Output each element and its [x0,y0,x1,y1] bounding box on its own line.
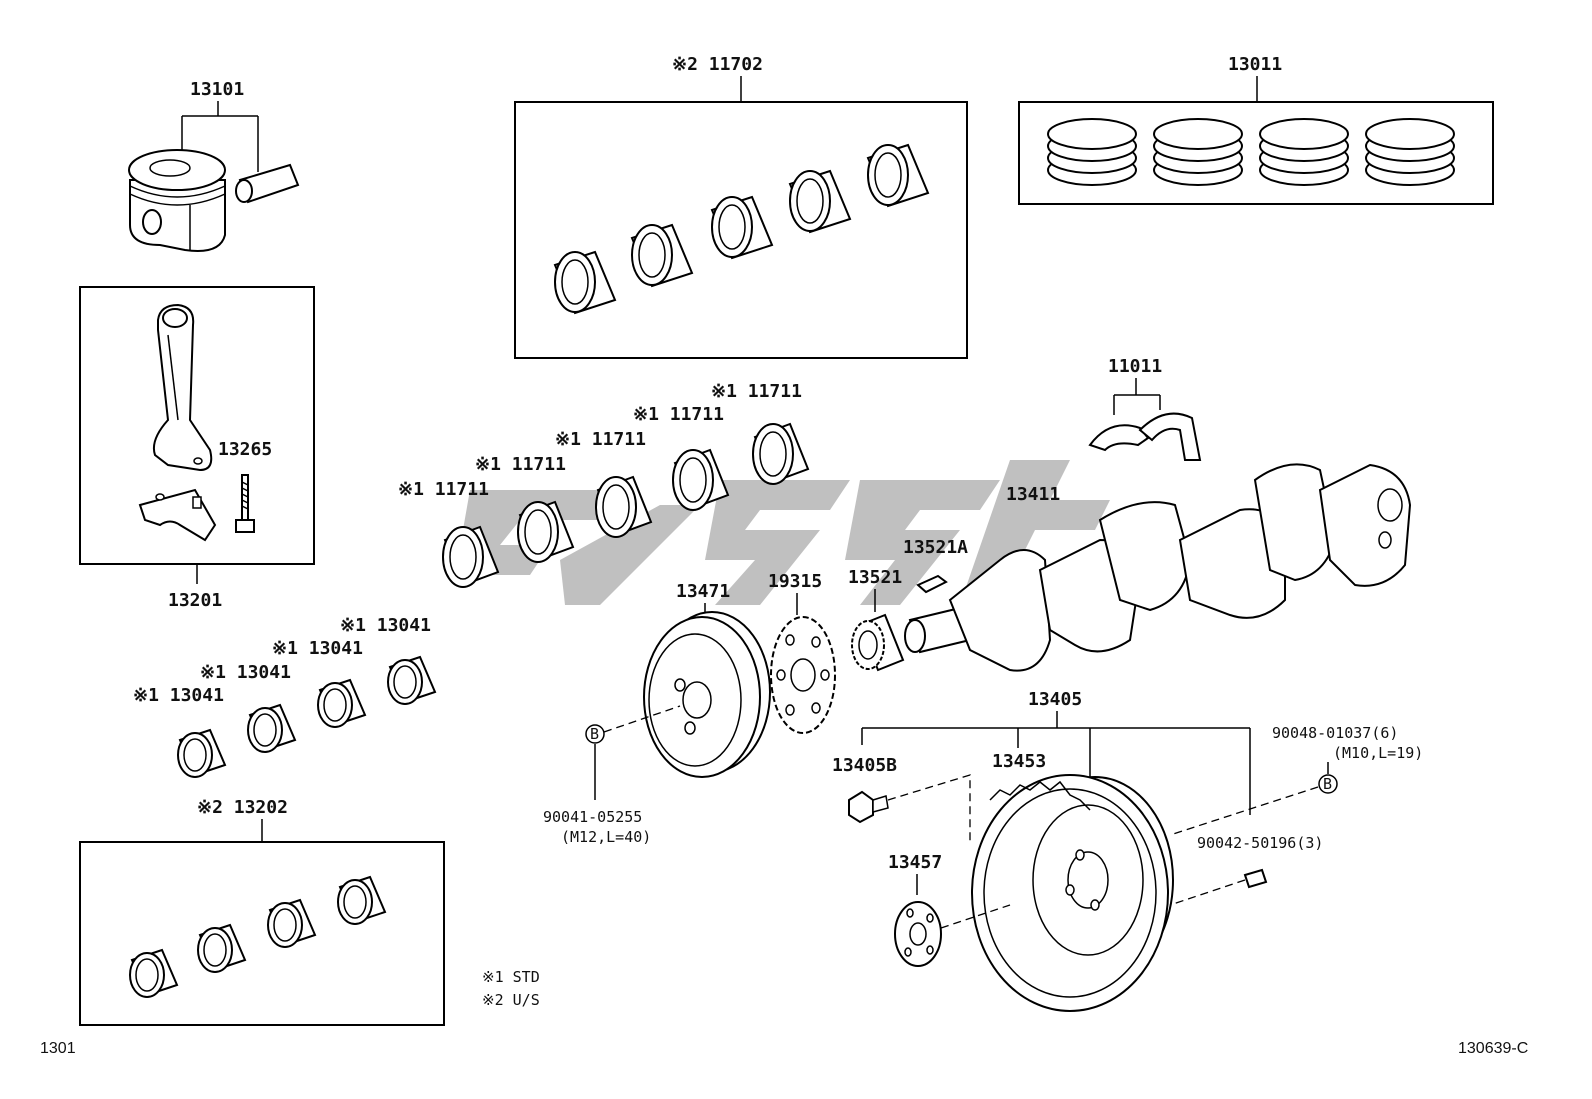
label-13405b: 13405B [832,755,897,776]
label-11711-e: ※1 11711 [711,381,802,402]
label-13041-b: ※1 13041 [200,662,291,683]
crank-pulley-13471[interactable]: 13471 [643,581,771,778]
label-13471: 13471 [676,581,730,602]
box-11702 [514,101,968,359]
legend-std: ※1 STD [482,968,540,986]
label-11702: ※2 11702 [672,54,763,75]
label-13411: 13411 [1006,484,1060,505]
label-90042-50196: 90042-50196(3) [1197,834,1323,852]
label-11711-c: ※1 11711 [555,429,646,450]
label-11711-a: ※1 11711 [398,479,489,500]
piston-13101[interactable]: 13101 [128,79,300,252]
label-11711-b: ※1 11711 [475,454,566,475]
label-13202: ※2 13202 [197,797,288,818]
label-11711-d: ※1 11711 [633,404,724,425]
label-11011: 11011 [1108,356,1162,377]
label-13041-d: ※1 13041 [340,615,431,636]
crankshaft-13411[interactable]: 13411 [904,463,1412,672]
bearing-shell [553,143,930,315]
label-90048-01037: 90048-01037(6) [1272,724,1398,742]
footer-illustration-number: 130639-C [1458,1040,1528,1057]
label-13457: 13457 [888,852,942,873]
legend-us: ※2 U/S [482,991,540,1009]
label-19315: 19315 [768,571,822,592]
label-13521a: 13521A [903,537,968,558]
label-13041-a: ※1 13041 [133,685,224,706]
label-90041-05255: 90041-05255 [543,808,642,826]
flywheel-bolt-13405b[interactable]: 13405B [832,755,971,845]
watermark-logo [455,460,1110,605]
flywheel-13405[interactable]: 13405 [861,689,1251,1012]
box-13011 [1018,101,1494,205]
label-13405: 13405 [1028,689,1082,710]
main-bearing-set-11702[interactable]: ※2 11702 [514,54,968,359]
pulley-bolt-90041[interactable]: B 90041-05255 (M12,L=40) [543,705,681,846]
label-13201: 13201 [168,590,222,611]
label-13041-c: ※1 13041 [272,638,363,659]
crank-bearings-11711[interactable]: ※1 11711 ※1 11711 ※1 11711 ※1 11711 ※1 1… [398,381,810,588]
ref-b-left: B [590,725,599,743]
box-13202 [79,841,445,1026]
piston-ring-set-13011[interactable]: 13011 [1018,54,1494,205]
label-90041-spec: (M12,L=40) [561,828,651,846]
label-13011: 13011 [1228,54,1282,75]
rod-bearings-13041[interactable]: ※1 13041 ※1 13041 ※1 13041 ※1 13041 [133,615,437,778]
thrust-washers-11011[interactable]: 11011 [1088,356,1202,461]
label-13265: 13265 [218,439,272,460]
rod-bearing-set-13202[interactable]: ※2 13202 [79,797,445,1026]
label-13101: 13101 [190,79,244,100]
dowel-pin-90042[interactable]: 90042-50196(3) [1169,834,1323,906]
ring-gear-13453[interactable]: 13453 [992,751,1046,772]
key-13521a[interactable]: 13521A [903,537,968,594]
connecting-rod-13201[interactable]: 13265 13201 [79,286,315,611]
footer-section-code: 1301 [40,1040,76,1057]
label-13453: 13453 [992,751,1046,772]
label-13521: 13521 [848,567,902,588]
flywheel-bolt-90048[interactable]: 90048-01037(6) (M10,L=19) B [1169,724,1423,836]
ref-b-right: B [1323,775,1332,793]
flywheel-plate-13457[interactable]: 13457 [888,852,1011,967]
ring-stack [1047,118,1455,186]
crank-gear-13521[interactable]: 13521 [848,567,905,672]
label-90048-spec: (M10,L=19) [1333,744,1423,762]
timing-rotor-19315[interactable]: 19315 [768,571,836,734]
legend: ※1 STD ※2 U/S [482,968,540,1009]
